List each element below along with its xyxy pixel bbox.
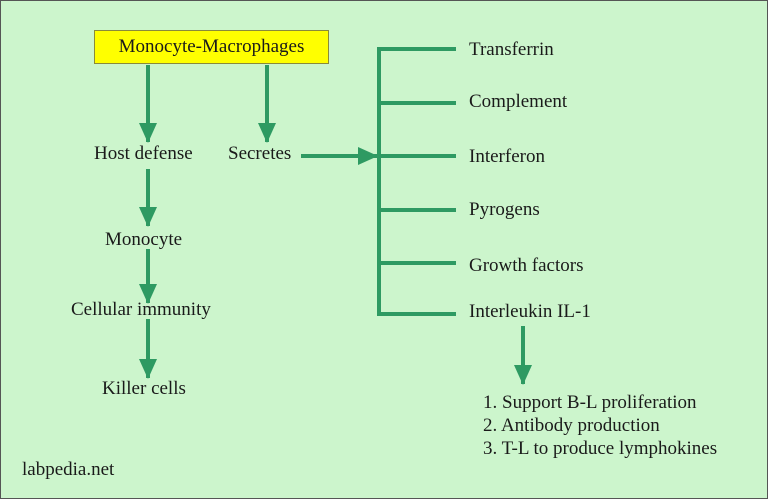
product-complement: Complement — [469, 91, 568, 112]
product-pyrogens: Pyrogens — [469, 199, 540, 220]
node-monocyte: Monocyte — [105, 229, 183, 250]
node-secretes: Secretes — [228, 143, 292, 164]
node-killer-cells: Killer cells — [102, 378, 186, 399]
node-host-defense: Host defense — [94, 143, 193, 164]
product-transferrin: Transferrin — [469, 39, 554, 60]
product-interferon: Interferon — [469, 146, 545, 167]
node-cellular-immunity: Cellular immunity — [71, 299, 211, 320]
interleukin-effects-list: 1. Support B-L proliferation 2. Antibody… — [483, 391, 717, 460]
watermark: labpedia.net — [22, 459, 115, 480]
effect-item: 1. Support B-L proliferation — [483, 392, 697, 413]
title-box-monocyte-macrophages: Monocyte-Macrophages — [94, 30, 329, 64]
effect-item: 2. Antibody production — [483, 415, 660, 436]
effect-item: 3. T-L to produce lymphokines — [483, 438, 718, 459]
product-growth-factors: Growth factors — [469, 255, 584, 276]
product-interleukin-il-1: Interleukin IL-1 — [469, 301, 591, 322]
